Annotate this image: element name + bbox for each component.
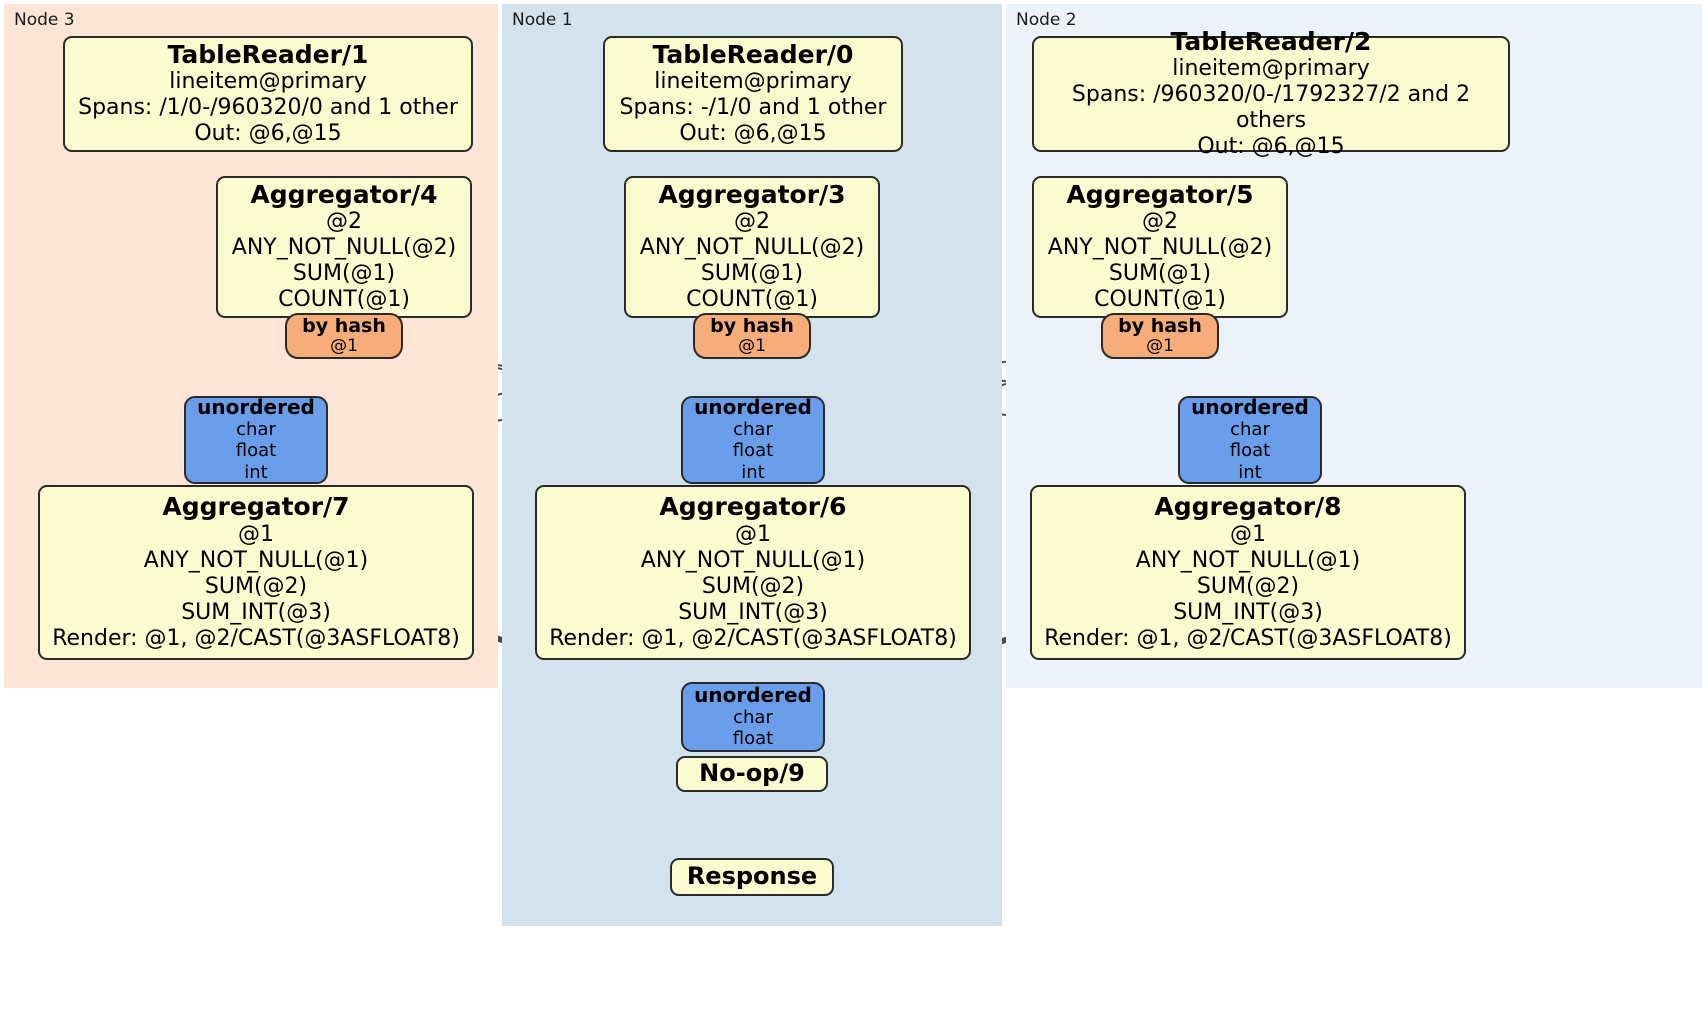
router-key: @1 [1146, 335, 1174, 356]
receiver-type-3: int [1238, 462, 1262, 483]
processor-tablereader-1[interactable]: TableReader/1 lineitem@primary Spans: /1… [63, 36, 473, 152]
processor-func-2: SUM(@1) [1108, 261, 1212, 287]
processor-render: Render: @1, @2/CAST(@3ASFLOAT8) [549, 625, 957, 651]
processor-func-2: SUM(@2) [701, 573, 805, 599]
processor-aggregator-3[interactable]: Aggregator/3 @2 ANY_NOT_NULL(@2) SUM(@1)… [624, 176, 880, 318]
router-by-hash-node1[interactable]: by hash @1 [693, 313, 811, 359]
processor-title: Aggregator/4 [250, 179, 438, 209]
receiver-type-2: float [732, 440, 774, 462]
processor-render: Render: @1, @2/CAST(@3ASFLOAT8) [52, 625, 460, 651]
processor-func-3: SUM_INT(@3) [1173, 599, 1323, 625]
processor-title: Aggregator/5 [1066, 179, 1254, 209]
processor-aggregator-5[interactable]: Aggregator/5 @2 ANY_NOT_NULL(@2) SUM(@1)… [1032, 176, 1288, 318]
receiver-unordered-node3[interactable]: unordered char float int [184, 396, 328, 484]
processor-groupcols: @2 [1142, 209, 1178, 235]
processor-func-1: ANY_NOT_NULL(@1) [143, 547, 369, 573]
node-panel-label-node2: Node 2 [1016, 10, 1077, 30]
processor-out: Out: @6,@15 [679, 121, 827, 147]
processor-title: Aggregator/7 [162, 492, 350, 522]
processor-groupcols: @1 [238, 521, 274, 547]
processor-func-1: ANY_NOT_NULL(@2) [231, 235, 457, 261]
processor-aggregator-6[interactable]: Aggregator/6 @1 ANY_NOT_NULL(@1) SUM(@2)… [535, 485, 971, 660]
router-title: by hash [1118, 314, 1202, 337]
processor-func-3: SUM_INT(@3) [181, 599, 331, 625]
processor-out: Out: @6,@15 [1197, 134, 1345, 160]
processor-title: Aggregator/6 [659, 492, 847, 522]
processor-aggregator-7[interactable]: Aggregator/7 @1 ANY_NOT_NULL(@1) SUM(@2)… [38, 485, 474, 660]
router-title: by hash [302, 314, 386, 337]
receiver-type-3: int [741, 462, 765, 483]
processor-table: lineitem@primary [654, 69, 852, 95]
router-key: @1 [330, 335, 358, 356]
processor-groupcols: @1 [735, 521, 771, 547]
receiver-type-3: int [244, 462, 268, 483]
processor-title: Aggregator/3 [658, 179, 846, 209]
receiver-title: unordered [1191, 395, 1309, 420]
processor-aggregator-8[interactable]: Aggregator/8 @1 ANY_NOT_NULL(@1) SUM(@2)… [1030, 485, 1466, 660]
router-key: @1 [738, 335, 766, 356]
processor-aggregator-4[interactable]: Aggregator/4 @2 ANY_NOT_NULL(@2) SUM(@1)… [216, 176, 472, 318]
processor-func-1: ANY_NOT_NULL(@2) [1047, 235, 1273, 261]
receiver-unordered-final[interactable]: unordered char float [681, 682, 825, 752]
receiver-type-1: char [733, 706, 773, 728]
processor-func-2: SUM(@1) [700, 261, 804, 287]
receiver-unordered-node1[interactable]: unordered char float int [681, 396, 825, 484]
node-panel-label-node3: Node 3 [14, 10, 75, 30]
processor-out: Out: @6,@15 [194, 121, 342, 147]
receiver-unordered-node2[interactable]: unordered char float int [1178, 396, 1322, 484]
processor-func-1: ANY_NOT_NULL(@1) [1135, 547, 1361, 573]
processor-table: lineitem@primary [169, 69, 367, 95]
receiver-title: unordered [694, 683, 812, 708]
processor-title: TableReader/1 [167, 39, 369, 69]
processor-func-1: ANY_NOT_NULL(@1) [640, 547, 866, 573]
processor-groupcols: @2 [326, 209, 362, 235]
processor-spans: Spans: -/1/0 and 1 other [619, 95, 887, 121]
node-response[interactable]: Response [670, 858, 834, 896]
processor-func-3: SUM_INT(@3) [678, 599, 828, 625]
processor-title: TableReader/0 [652, 39, 854, 69]
processor-tablereader-2[interactable]: TableReader/2 lineitem@primary Spans: /9… [1032, 27, 1510, 159]
processor-title: TableReader/2 [1170, 26, 1372, 56]
processor-render: Render: @1, @2/CAST(@3ASFLOAT8) [1044, 625, 1452, 651]
processor-noop-9[interactable]: No-op/9 [676, 756, 828, 792]
receiver-title: unordered [694, 395, 812, 420]
processor-groupcols: @2 [734, 209, 770, 235]
processor-tablereader-0[interactable]: TableReader/0 lineitem@primary Spans: -/… [603, 36, 903, 152]
processor-spans: Spans: /960320/0-/1792327/2 and 2 others [1071, 82, 1471, 134]
processor-func-2: SUM(@1) [292, 261, 396, 287]
router-by-hash-node3[interactable]: by hash @1 [285, 313, 403, 359]
receiver-type-2: float [1229, 440, 1271, 462]
router-title: by hash [710, 314, 794, 337]
processor-groupcols: @1 [1230, 521, 1266, 547]
receiver-type-1: char [236, 418, 276, 440]
processor-spans: Spans: /1/0-/960320/0 and 1 other [78, 95, 458, 121]
receiver-type-2: float [235, 440, 277, 462]
processor-func-3: COUNT(@1) [686, 287, 818, 313]
processor-title: Aggregator/8 [1154, 492, 1342, 522]
processor-func-1: ANY_NOT_NULL(@2) [639, 235, 865, 261]
processor-table: lineitem@primary [1172, 56, 1370, 82]
processor-func-2: SUM(@2) [204, 573, 308, 599]
receiver-type-1: char [733, 418, 773, 440]
receiver-title: unordered [197, 395, 315, 420]
node-panel-label-node1: Node 1 [512, 10, 573, 30]
processor-func-3: COUNT(@1) [278, 287, 410, 313]
processor-func-2: SUM(@2) [1196, 573, 1300, 599]
router-by-hash-node2[interactable]: by hash @1 [1101, 313, 1219, 359]
response-title: Response [686, 862, 818, 891]
receiver-type-1: char [1230, 418, 1270, 440]
receiver-type-2: float [732, 728, 774, 750]
processor-func-3: COUNT(@1) [1094, 287, 1226, 313]
processor-title: No-op/9 [699, 759, 805, 788]
